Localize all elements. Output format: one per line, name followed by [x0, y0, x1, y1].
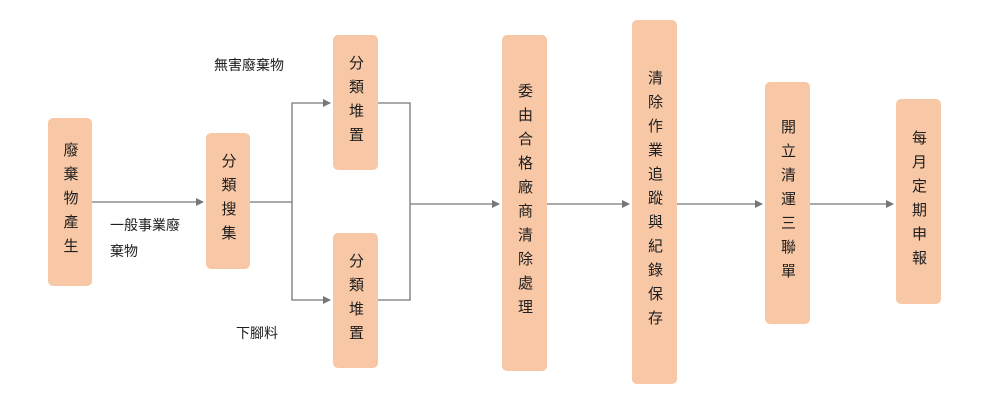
label-non-hazardous: 無害廢棄物 — [214, 58, 284, 74]
arrow-branch-to-lower-stack — [291, 202, 331, 304]
node-sort-collect-label: 分類搜集 — [219, 153, 238, 249]
node-manifest: 開立清運三聯單 — [765, 82, 810, 324]
label-general-waste: 一般事業廢 棄物 — [110, 213, 180, 265]
node-manifest-label: 開立清運三聯單 — [779, 119, 797, 287]
node-tracking-record: 清除作業追蹤與紀錄保存 — [632, 20, 677, 384]
node-sort-stack-upper: 分類堆置 — [333, 35, 378, 170]
node-licensed-disposal: 委由合格廠商清除處理 — [502, 35, 547, 371]
label-general-waste-line1: 一般事業廢 — [110, 218, 180, 234]
node-sort-stack-lower: 分類堆置 — [333, 233, 378, 368]
node-waste-generation: 廢棄物產生 — [48, 118, 92, 286]
label-scrap: 下腳料 — [236, 326, 278, 342]
node-licensed-disposal-label: 委由合格廠商清除處理 — [516, 83, 534, 323]
node-waste-generation-label: 廢棄物產生 — [61, 142, 80, 262]
node-monthly-report-label: 每月定期申報 — [910, 129, 928, 274]
label-general-waste-line2: 棄物 — [110, 244, 138, 260]
line-upper-stack-merge — [378, 102, 411, 203]
node-monthly-report: 每月定期申報 — [896, 99, 941, 304]
node-sort-stack-lower-label: 分類堆置 — [347, 252, 365, 349]
node-sort-stack-upper-label: 分類堆置 — [347, 54, 365, 151]
node-sort-collect: 分類搜集 — [206, 133, 250, 269]
arrow-branch-to-upper-stack — [291, 99, 331, 202]
line-lower-stack-merge — [378, 203, 411, 301]
node-tracking-record-label: 清除作業追蹤與紀錄保存 — [646, 70, 664, 334]
